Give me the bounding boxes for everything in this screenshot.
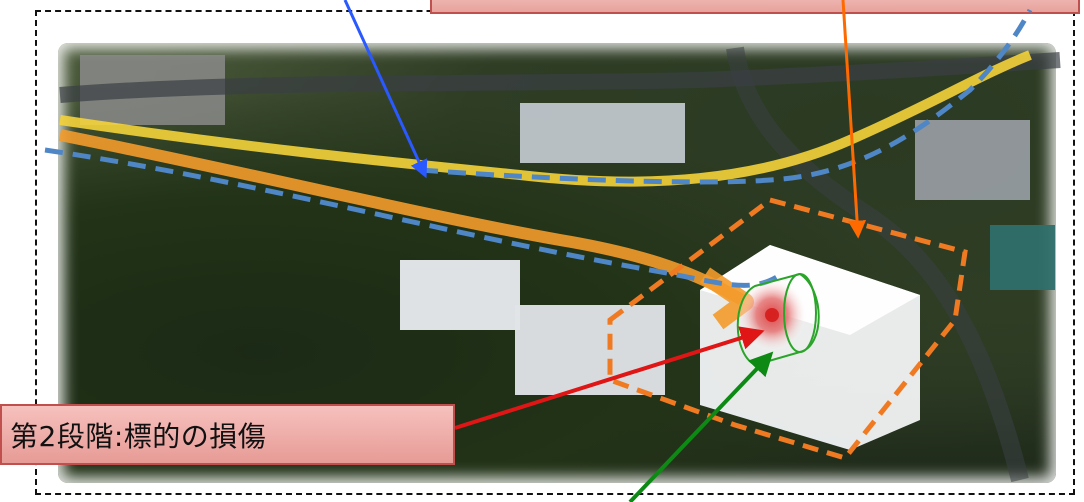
top-callout-box xyxy=(430,0,1080,14)
stage-2-label: 第2段階:標的の損傷 xyxy=(0,404,455,465)
stage-2-text: 第2段階:標的の損傷 xyxy=(10,419,267,453)
